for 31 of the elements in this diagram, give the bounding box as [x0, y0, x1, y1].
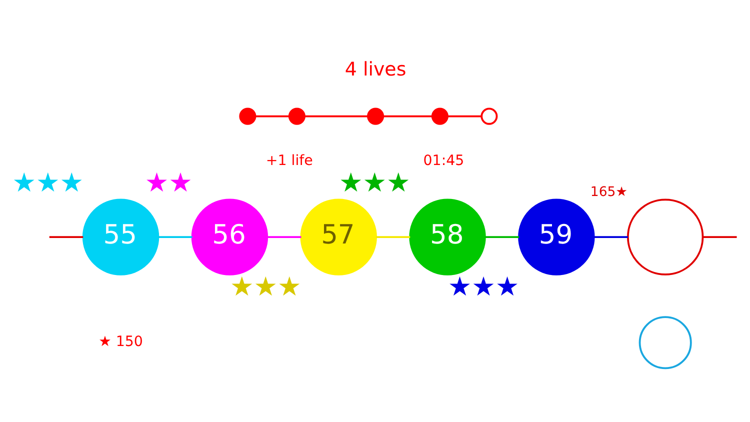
node-circle [239, 108, 256, 125]
connector [703, 236, 737, 238]
node-circle [431, 108, 448, 125]
connector [49, 236, 84, 238]
connector [267, 236, 302, 238]
node-label: ★★ [144, 167, 192, 198]
label: +1 life [266, 153, 313, 170]
node-circle: 58 [409, 198, 486, 276]
connector [255, 115, 290, 118]
connector [376, 236, 410, 238]
connector [484, 236, 520, 238]
node-circle [638, 316, 692, 370]
connector [383, 115, 432, 118]
label: 01:45 [423, 153, 464, 170]
node-circle [480, 108, 498, 125]
connector [448, 115, 482, 118]
node-label: 165★ [590, 185, 628, 200]
connector [304, 115, 368, 118]
label: 4 lives [344, 58, 406, 81]
node-label: ★★★ [338, 167, 410, 198]
node-circle: 59 [518, 198, 595, 276]
connector [158, 236, 192, 238]
node-circle: 57 [300, 198, 377, 276]
node-circle [367, 108, 384, 125]
node-circle: 56 [191, 198, 268, 276]
node-circle: 55 [82, 198, 160, 276]
node-label: ★★★ [12, 167, 84, 198]
connector [594, 236, 628, 238]
node-circle [626, 198, 704, 276]
label: ★ 150 [98, 334, 143, 350]
node-circle [288, 108, 306, 125]
